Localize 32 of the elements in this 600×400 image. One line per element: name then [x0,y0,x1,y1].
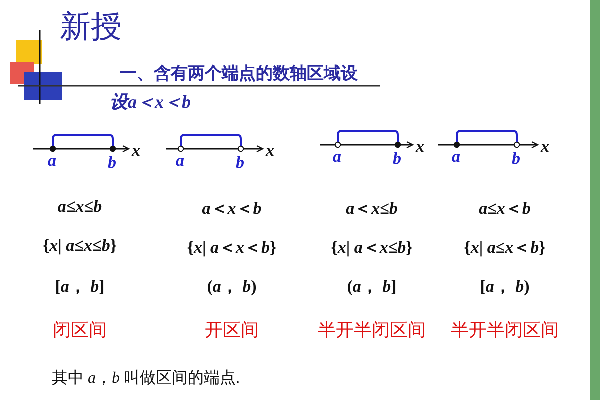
axis-label: x [541,137,550,157]
interval-name: 开区间 [205,319,259,342]
endpoint-label: a [452,147,460,167]
footnote-text: 其中 a，b 叫做区间的端点. [52,368,240,389]
endpoint-label: b [393,149,402,169]
interval-name: 半开半闭区间 [318,319,426,342]
set-notation: {x| a＜x＜b} [187,237,277,259]
slide-title: 新授 [60,8,122,47]
axis-label: x [416,137,424,157]
inequality: a＜x≤b [346,198,398,220]
interval-name: 半开半闭区间 [451,319,559,342]
set-notation: {x| a≤x≤b} [42,236,118,256]
condition-text: 设a＜x＜b [110,91,191,114]
axis-label: x [266,141,274,161]
endpoint-label: b [108,153,116,173]
interval-notation: (a， b] [347,276,397,298]
axis-label: x [132,141,140,161]
set-notation: {x| a＜x≤b} [331,237,413,259]
interval-notation: [a， b] [55,276,105,298]
inequality: a≤x＜b [479,198,531,220]
interval-notation: [a， b) [480,276,530,298]
endpoint-label: a [48,151,56,171]
interval-name: 闭区间 [53,319,107,342]
interval-notation: (a， b) [207,276,257,298]
endpoint-label: b [236,153,244,173]
set-notation: {x| a≤x＜b} [464,237,546,259]
endpoint-label: b [512,149,520,169]
endpoint-label: a [176,151,184,171]
section-heading: 一、含有两个端点的数轴区域设 [120,63,358,85]
endpoint-label: a [333,147,342,167]
inequality: a≤x≤b [58,197,102,217]
inequality: a＜x＜b [202,198,262,220]
